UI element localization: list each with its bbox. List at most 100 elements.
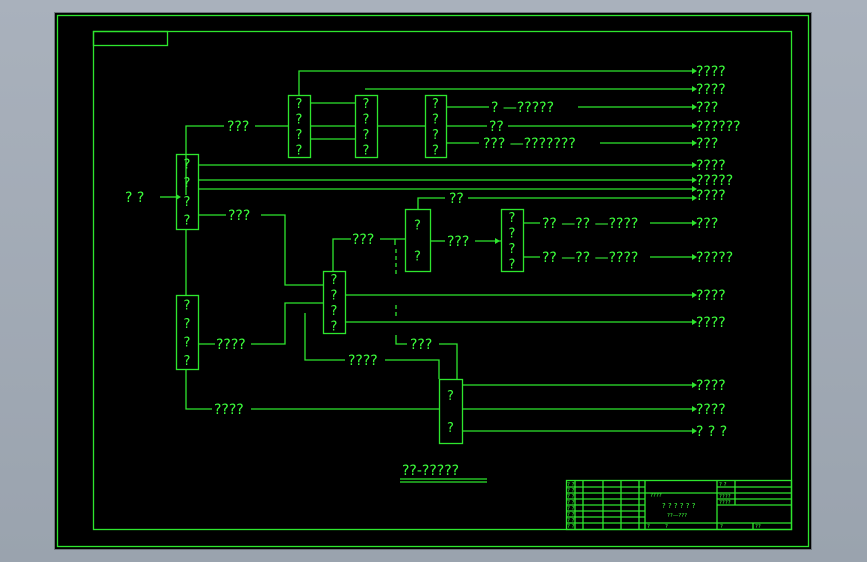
- edge-label-d-e: ???: [447, 234, 469, 250]
- output-label: ????: [696, 64, 726, 80]
- node-glyph: ?: [296, 97, 303, 112]
- title-cell: ?: [647, 524, 650, 530]
- edge-label-b-f: ????: [214, 402, 244, 418]
- output-label: ????: [696, 402, 726, 418]
- edge-label-f-in: ???: [410, 337, 432, 353]
- node-glyph: ?: [296, 143, 303, 158]
- node-boxes: ????????????????????????????????: [175, 94, 525, 445]
- edge-label-b-c: ????: [216, 337, 246, 353]
- title-block: ? ? ? ? ? ? ? ? ? ? ? ? ? ? ? ? ???? ? ?…: [565, 479, 793, 531]
- output-label: ???: [696, 136, 718, 152]
- output-label: ????: [696, 82, 726, 98]
- title-cell: ? ?: [719, 482, 727, 488]
- node-box-hub: ????: [175, 153, 200, 231]
- node-glyph: ?: [184, 335, 191, 350]
- node-box-a1: ????: [287, 94, 312, 158]
- title-cell: ? ?: [567, 488, 575, 494]
- inner-border: [92, 30, 793, 531]
- title-cell: ? ?: [567, 500, 575, 506]
- title-cell: ????: [719, 500, 731, 506]
- output-label: ?????: [696, 173, 733, 189]
- node-glyph: ?: [296, 112, 303, 127]
- edge-label-c-d: ???: [352, 232, 374, 248]
- input-label: ? ?: [125, 190, 144, 206]
- output-label: ???: [696, 100, 718, 116]
- title-cell: ????: [719, 494, 731, 500]
- title-cell: ? ?: [567, 512, 575, 518]
- node-glyph: ?: [447, 421, 454, 436]
- branch-label: ?? —?? —????: [542, 250, 638, 266]
- output-label: ????: [696, 288, 726, 304]
- branch-label: ?? —?? —????: [542, 216, 638, 232]
- node-glyph: ?: [331, 273, 338, 288]
- output-label: ???: [696, 216, 718, 232]
- output-label: ????: [696, 188, 726, 204]
- title-code: ????: [650, 493, 662, 499]
- node-glyph: ?: [184, 214, 191, 229]
- output-labels: ????????????????????????????????????????…: [696, 64, 741, 440]
- node-glyph: ?: [363, 97, 370, 112]
- drawing-name: ? ? ? ? ? ?: [662, 502, 696, 510]
- title-cell: ?: [720, 524, 723, 530]
- branch-label: ??? —???????: [483, 136, 576, 152]
- node-glyph: ?: [184, 317, 191, 332]
- output-label: ????: [696, 378, 726, 394]
- node-box-a3: ????: [424, 94, 448, 158]
- node-glyph: ?: [414, 250, 421, 265]
- drawing-viewport[interactable]: ???????????????????????????????? ? ? ???…: [55, 13, 811, 549]
- diagram-title: ??-?????: [402, 463, 459, 479]
- output-label: ????: [696, 315, 726, 331]
- node-glyph: ?: [447, 389, 454, 404]
- arrowheads: [176, 68, 697, 434]
- node-box-a2: ????: [354, 94, 379, 158]
- node-glyph: ?: [184, 195, 191, 210]
- output-label: ?????: [696, 250, 733, 266]
- node-glyph: ?: [432, 112, 439, 127]
- node-glyph: ?: [363, 112, 370, 127]
- edge-label-d-up: ??: [449, 191, 464, 207]
- node-box-f: ??: [438, 378, 464, 445]
- node-glyph: ?: [509, 211, 516, 226]
- branch-label: ??: [489, 119, 504, 135]
- connection-lines: [160, 70, 692, 483]
- edge-label-hub-c: ???: [228, 208, 250, 224]
- node-glyph: ?: [432, 97, 439, 112]
- output-label: ????: [696, 158, 726, 174]
- node-glyph: ?: [363, 128, 370, 143]
- outer-border: [56, 14, 810, 548]
- node-glyph: ?: [184, 176, 191, 191]
- title-cell: ? ?: [567, 482, 575, 488]
- branch-label: ? —?????: [491, 100, 554, 116]
- node-glyph: ?: [509, 257, 516, 272]
- title-cell: ? ?: [567, 494, 575, 500]
- node-glyph: ?: [331, 288, 338, 303]
- node-box-e: ????: [500, 208, 525, 272]
- title-cell: ??: [755, 524, 761, 530]
- node-glyph: ?: [414, 219, 421, 234]
- node-box-c: ????: [322, 270, 347, 334]
- title-cell: ? ?: [567, 506, 575, 512]
- edge-label-hub-a1: ???: [227, 119, 249, 135]
- output-label: ? ? ?: [696, 424, 727, 440]
- corner-label-box: [92, 30, 169, 47]
- node-glyph: ?: [184, 354, 191, 369]
- node-box-d: ??: [404, 208, 432, 273]
- edge-label-c-f: ????: [348, 353, 378, 369]
- node-glyph: ?: [509, 242, 516, 257]
- block-diagram: ???????????????????????????????? ? ? ???…: [56, 14, 810, 548]
- node-glyph: ?: [432, 128, 439, 143]
- node-glyph: ?: [184, 298, 191, 313]
- title-cell: ? ?: [567, 518, 575, 524]
- node-glyph: ?: [363, 143, 370, 158]
- node-glyph: ?: [296, 128, 303, 143]
- output-label: ??????: [696, 119, 741, 135]
- drawing-sub: ??—???: [667, 513, 687, 519]
- title-cell: ? ?: [567, 524, 575, 530]
- title-cell: ?: [665, 524, 668, 530]
- node-glyph: ?: [184, 157, 191, 172]
- node-glyph: ?: [331, 319, 338, 334]
- node-glyph: ?: [509, 226, 516, 241]
- node-glyph: ?: [331, 304, 338, 319]
- node-glyph: ?: [432, 143, 439, 158]
- node-box-b: ????: [175, 294, 200, 371]
